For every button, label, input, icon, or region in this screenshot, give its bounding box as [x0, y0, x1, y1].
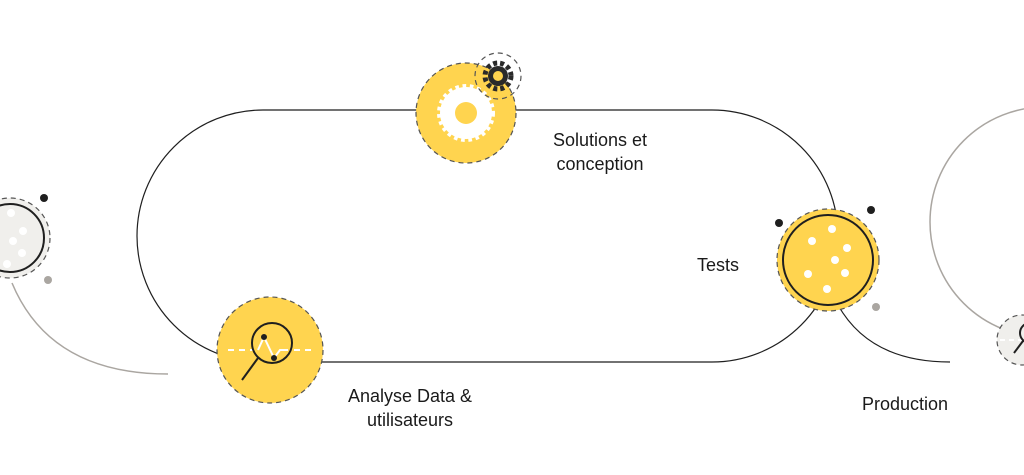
step-label-production: Production: [861, 394, 949, 414]
analyse-node: [216, 296, 324, 404]
step-label-solutions: Solutions et conception: [552, 130, 648, 174]
production-line: [837, 304, 951, 363]
step-label-tests: Tests: [696, 255, 739, 275]
dots-icon: [804, 225, 851, 293]
step-label-analyse: Analyse Data & utilisateurs: [347, 386, 473, 430]
tests-node: [775, 206, 880, 312]
previous-line: [11, 282, 169, 375]
gear-icon: [437, 84, 495, 142]
small-gear-icon: [482, 60, 514, 92]
dots-icon: [3, 209, 27, 268]
next-loop-track: [929, 108, 1024, 336]
previous-step-node: [0, 194, 52, 284]
next-step-node: [996, 314, 1024, 366]
magnifier-chart-icon: [241, 322, 293, 381]
solutions-node: [415, 52, 522, 164]
main-loop-track: [136, 109, 839, 363]
